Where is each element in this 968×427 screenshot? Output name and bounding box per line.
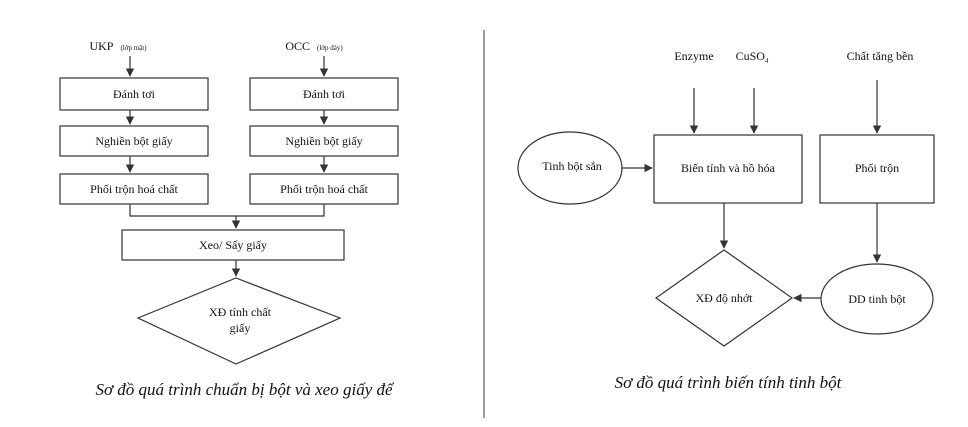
box-phoi-tron-right: [249, 173, 399, 205]
box-nghien-right: [249, 125, 399, 157]
input-chat-tang-ben-label: Chất tăng bền: [847, 49, 914, 63]
left-flowchart: UKP (lớp mặt) OCC (lớp đáy) Đánh tơi Ngh…: [59, 37, 399, 399]
label-phoi-tron: Phối trộn: [855, 161, 899, 175]
label-phoi-tron-left: Phối trộn hoá chất: [90, 182, 178, 196]
input-cuso4-subscript: 4: [765, 57, 769, 65]
box-phoi-tron-left: [59, 173, 209, 205]
input-ukp-label: UKP (lớp mặt): [89, 37, 147, 54]
label-danh-toi-right: Đánh tơi: [303, 87, 346, 101]
input-enzyme-label: Enzyme: [674, 49, 713, 63]
box-phoi-tron: [819, 134, 935, 204]
label-tinh-bot-san: Tinh bột sắn: [542, 159, 602, 173]
input-occ-sub: (lớp đáy): [317, 44, 343, 52]
input-ukp-sub: (lớp mặt): [120, 44, 147, 52]
label-xeo-say: Xeo/ Sấy giấy: [199, 238, 267, 252]
diamond-xd-do-nhot: [654, 249, 794, 347]
box-nghien-left: [59, 125, 209, 157]
input-cuso4-label: CuSO4: [736, 49, 769, 65]
connector-merge: [129, 204, 325, 217]
label-danh-toi-left: Đánh tơi: [113, 87, 156, 101]
input-occ-label: OCC (lớp đáy): [285, 37, 343, 54]
ellipse-dd-tinh-bot: [820, 263, 934, 335]
label-xd-line2: giấy: [230, 321, 251, 335]
label-phoi-tron-right: Phối trộn hoá chất: [280, 182, 368, 196]
label-nghien-left: Nghiền bột giấy: [95, 134, 172, 148]
input-ukp-main: UKP: [89, 39, 113, 53]
label-xd-do-nhot: XĐ độ nhớt: [695, 291, 753, 305]
box-danh-toi-right: [249, 77, 399, 111]
input-cuso4-main: CuSO: [736, 49, 766, 63]
caption-right: Sơ đồ quá trình biến tính tinh bột: [615, 373, 843, 392]
label-nghien-right: Nghiền bột giấy: [285, 134, 362, 148]
diamond-xd-tinh-chat: [136, 277, 342, 365]
box-xeo-say: [121, 229, 345, 261]
box-danh-toi-left: [59, 77, 209, 111]
label-bien-tinh: Biến tính và hồ hóa: [681, 161, 776, 175]
label-xd-line1: XĐ tính chất: [209, 305, 272, 319]
caption-left: Sơ đồ quá trình chuẩn bị bột và xeo giấy…: [95, 380, 394, 399]
input-occ-main: OCC: [285, 39, 310, 53]
label-dd-tinh-bot: DD tinh bột: [848, 292, 906, 306]
right-flowchart: Enzyme CuSO4 Chất tăng bền Tinh bột sắn …: [517, 49, 935, 392]
box-bien-tinh: [653, 134, 803, 204]
